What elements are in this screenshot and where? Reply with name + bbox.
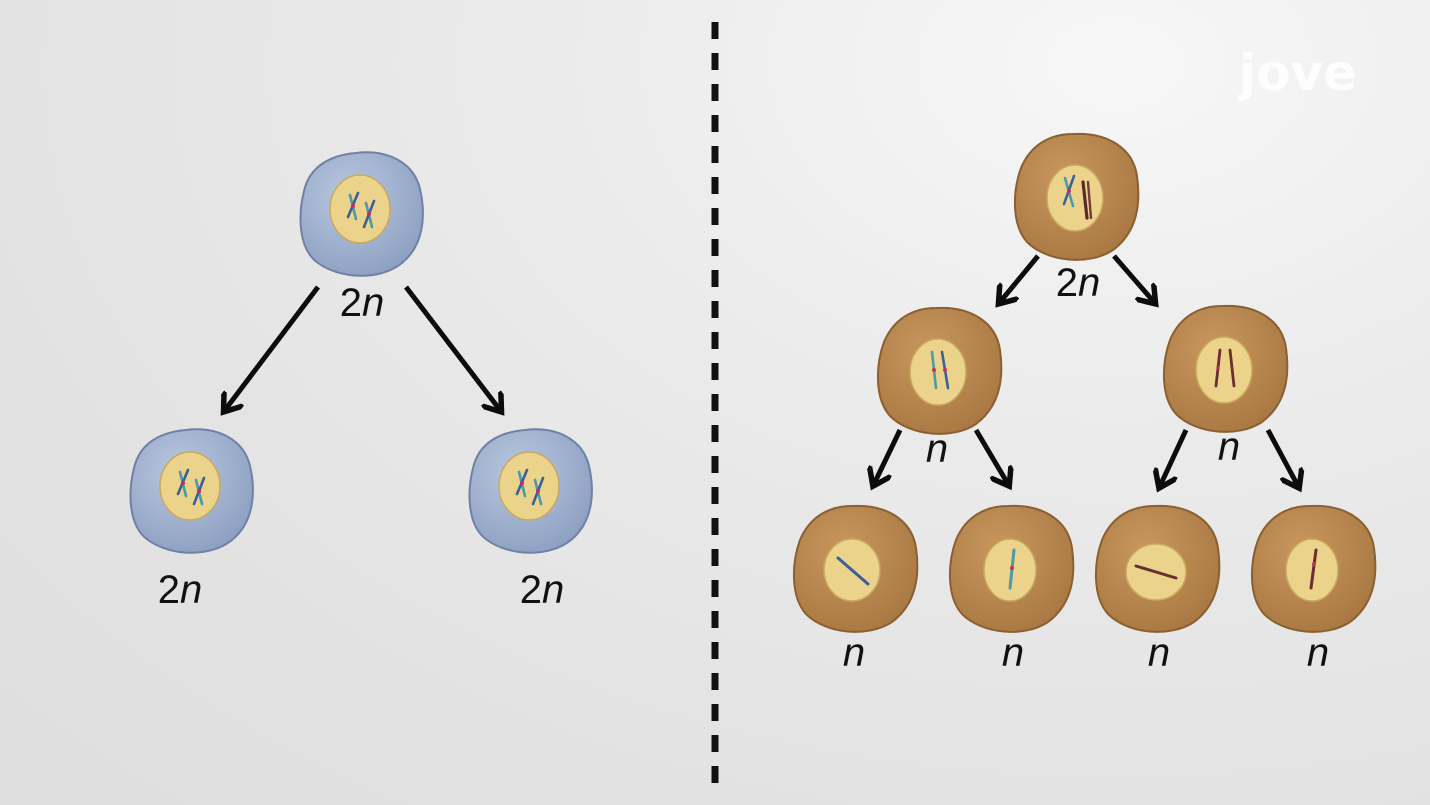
meiosis-ii-cell-2-ploidy: n <box>1002 631 1024 675</box>
chromosome-pair <box>346 191 376 229</box>
arrow-meiosis-i-left <box>1000 254 1040 302</box>
jove-logo: jove <box>1237 44 1357 102</box>
mitosis-daughter-right-ploidy: 2n <box>520 568 565 612</box>
nucleus <box>498 451 560 521</box>
meiosis-i-left-ploidy: n <box>926 427 948 471</box>
chromosome <box>1134 564 1178 580</box>
meiosis-ii-cell-4 <box>1251 504 1377 633</box>
mitosis-daughter-cell-right <box>468 428 593 554</box>
meiosis-ii-cell-2 <box>949 504 1075 633</box>
meiosis-i-right-ploidy: n <box>1218 425 1240 469</box>
chromosome <box>930 350 950 390</box>
centromere <box>1312 562 1316 566</box>
meiosis-parent-cell <box>1014 132 1140 261</box>
chromosome-pair <box>1062 174 1093 220</box>
mitosis-daughter-cell-left <box>129 428 254 554</box>
meiosis-ii-cell-1-ploidy: n <box>843 631 865 675</box>
mitosis-parent-cell <box>299 151 424 277</box>
arrow-mitosis-right <box>404 285 500 410</box>
nucleus <box>983 538 1037 602</box>
mitosis-diagram: 2n 2n <box>129 151 593 612</box>
arrow-meiosis-i-right <box>1112 254 1154 302</box>
meiosis-i-daughter-cell-right <box>1163 304 1289 433</box>
mitosis-daughter-left-ploidy: 2n <box>158 568 203 612</box>
nucleus <box>909 338 967 406</box>
arrow-meiosis-ii-2 <box>973 428 1008 484</box>
arrow-meiosis-ii-1 <box>874 428 903 484</box>
meiosis-diagram: 2n n n <box>793 132 1377 675</box>
meiosis-ii-cell-3-ploidy: n <box>1148 631 1170 675</box>
meiosis-ii-cell-1 <box>793 504 919 633</box>
nucleus <box>1195 336 1253 404</box>
chromosome <box>1309 548 1318 590</box>
nucleus <box>1046 164 1104 232</box>
arrow-meiosis-ii-4 <box>1265 428 1298 486</box>
chromosome-pair <box>515 468 545 506</box>
nucleus <box>159 451 221 521</box>
mitosis-parent-ploidy: 2n <box>340 281 385 325</box>
meiosis-i-daughter-cell-left <box>877 306 1003 435</box>
meiosis-ii-cell-3 <box>1095 504 1221 633</box>
chromosome-pair <box>176 468 206 506</box>
arrow-mitosis-left <box>225 285 320 410</box>
arrow-meiosis-ii-3 <box>1160 428 1189 486</box>
chromosome <box>1214 348 1236 388</box>
nucleus <box>329 174 391 244</box>
chromosome <box>836 556 870 586</box>
centromere <box>1010 566 1014 570</box>
meiosis-ii-cell-4-ploidy: n <box>1307 631 1329 675</box>
meiosis-parent-ploidy: 2n <box>1056 261 1101 305</box>
